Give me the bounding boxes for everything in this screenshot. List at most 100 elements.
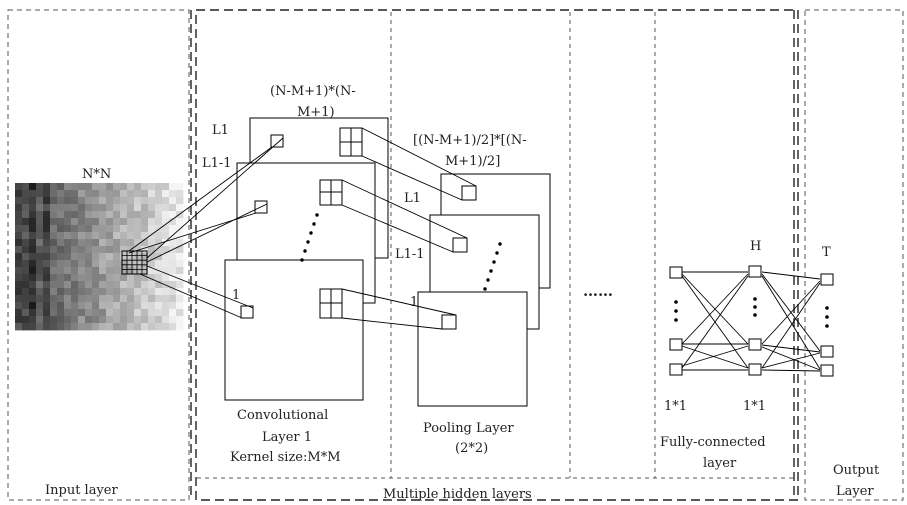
input-pixel	[176, 183, 183, 190]
input-pixel	[57, 190, 64, 197]
input-pixel	[127, 302, 134, 309]
input-pixel	[99, 288, 106, 295]
fc-left-dim: 1*1	[664, 399, 687, 414]
input-pixel	[176, 323, 183, 330]
input-pixel	[113, 316, 120, 323]
input-pixel	[15, 239, 22, 246]
input-pixel	[162, 295, 169, 302]
input-pixel	[85, 246, 92, 253]
input-pixel	[57, 295, 64, 302]
input-pixel	[50, 246, 57, 253]
input-pixel	[71, 323, 78, 330]
input-pixel	[155, 204, 162, 211]
input-pixel	[57, 316, 64, 323]
input-pixel	[57, 267, 64, 274]
input-pixel	[78, 211, 85, 218]
input-pixel	[29, 281, 36, 288]
input-pixel	[169, 309, 176, 316]
input-pixel	[78, 225, 85, 232]
input-pixel	[92, 323, 99, 330]
input-pixel	[78, 246, 85, 253]
input-pixel	[120, 323, 127, 330]
input-pixel	[50, 295, 57, 302]
input-pixel	[148, 218, 155, 225]
input-pixel	[141, 211, 148, 218]
input-pixel	[155, 232, 162, 239]
input-pixel	[92, 302, 99, 309]
input-pixel	[64, 267, 71, 274]
input-pixel	[106, 323, 113, 330]
input-pixel	[29, 274, 36, 281]
input-pixel	[99, 239, 106, 246]
pool-map-label-1: 1	[410, 295, 418, 310]
input-pixel	[43, 295, 50, 302]
input-pixel	[176, 190, 183, 197]
input-pixel	[169, 260, 176, 267]
input-pixel	[134, 323, 141, 330]
input-pixel	[78, 295, 85, 302]
input-pixel	[113, 197, 120, 204]
input-pixel	[15, 309, 22, 316]
input-pixel	[134, 232, 141, 239]
input-pixel	[50, 183, 57, 190]
input-pixel	[29, 260, 36, 267]
input-pixel	[71, 302, 78, 309]
input-pixel	[162, 309, 169, 316]
input-pixel	[50, 260, 57, 267]
input-pixel	[22, 190, 29, 197]
input-pixel	[43, 267, 50, 274]
input-pixel	[155, 295, 162, 302]
input-pixel	[15, 267, 22, 274]
pool-caption-line1: Pooling Layer	[423, 421, 514, 436]
input-pixel	[120, 267, 127, 274]
input-pixel	[57, 239, 64, 246]
input-pixel	[29, 197, 36, 204]
input-pixel	[148, 281, 155, 288]
conv-caption-line1: Convolutional	[237, 408, 328, 423]
input-pixel	[176, 316, 183, 323]
input-pixel	[78, 218, 85, 225]
input-pixel	[120, 260, 127, 267]
input-pixel	[50, 253, 57, 260]
input-pixel	[99, 197, 106, 204]
input-pixel	[15, 288, 22, 295]
input-pixel	[43, 197, 50, 204]
input-pixel	[36, 253, 43, 260]
conv-feature-maps	[225, 118, 388, 400]
input-pixel	[15, 323, 22, 330]
input-pixel	[43, 239, 50, 246]
input-pixel	[71, 246, 78, 253]
input-pixel	[43, 260, 50, 267]
input-pixel	[85, 316, 92, 323]
input-pixel	[106, 246, 113, 253]
input-pixel	[113, 190, 120, 197]
input-pixel	[64, 323, 71, 330]
input-pixel	[71, 260, 78, 267]
input-pixel	[99, 274, 106, 281]
input-pixel	[92, 183, 99, 190]
input-pixel	[92, 260, 99, 267]
input-pixel	[169, 295, 176, 302]
input-pixel	[162, 323, 169, 330]
input-pixel	[64, 316, 71, 323]
input-pixel	[92, 267, 99, 274]
input-pixel	[141, 218, 148, 225]
input-pixel	[15, 316, 22, 323]
input-pixel	[113, 323, 120, 330]
input-pixel	[155, 260, 162, 267]
input-pixel	[57, 302, 64, 309]
input-pixel	[22, 295, 29, 302]
input-pixel	[106, 232, 113, 239]
input-pixel	[36, 246, 43, 253]
input-pixel	[64, 281, 71, 288]
input-pixel	[78, 316, 85, 323]
input-pixel	[134, 190, 141, 197]
input-pixel	[120, 218, 127, 225]
input-pixel	[85, 204, 92, 211]
input-pixel	[29, 253, 36, 260]
input-pixel	[57, 274, 64, 281]
input-pixel	[78, 253, 85, 260]
input-pixel	[155, 323, 162, 330]
input-pixel	[78, 260, 85, 267]
input-pixel	[155, 288, 162, 295]
